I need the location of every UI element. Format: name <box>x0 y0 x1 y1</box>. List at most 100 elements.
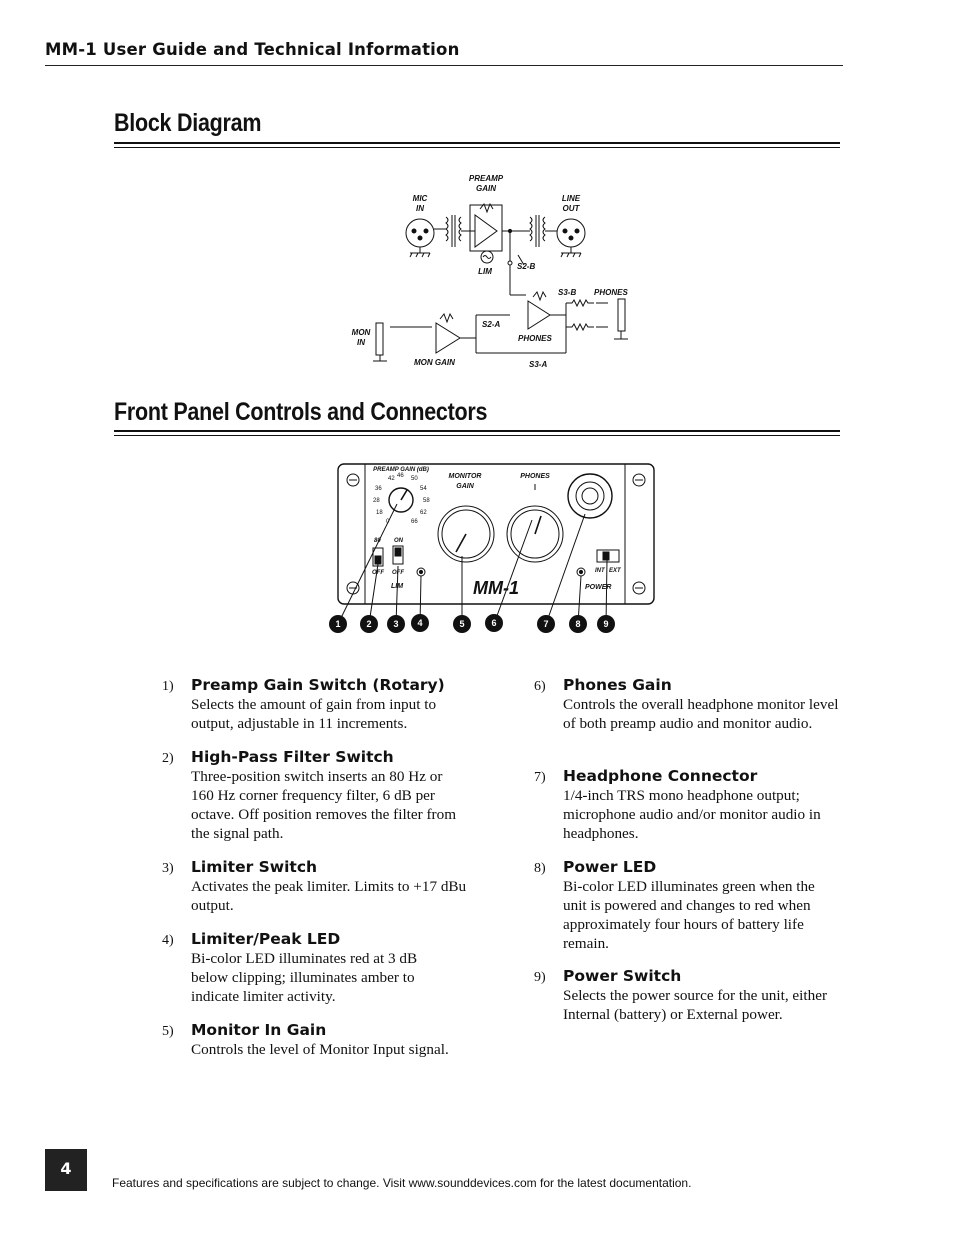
phones-amp-label: PHONES <box>518 334 552 343</box>
page-number: 4 <box>45 1149 87 1191</box>
callout-5: 5 <box>459 619 464 629</box>
gain-scale-label: 62 <box>420 510 427 516</box>
preamp-label: PREAMP <box>469 174 504 183</box>
item-description: Bi-color LED illuminates red at 3 dB bel… <box>191 950 418 1005</box>
section-divider <box>114 142 840 144</box>
mon-gain-label: MON GAIN <box>414 358 455 367</box>
model-logo: MM-1 <box>473 578 519 598</box>
footer-note: Features and specifications are subject … <box>112 1176 692 1190</box>
callout-2: 2 <box>366 619 371 629</box>
s2a-label: S2-A <box>482 320 500 329</box>
item-description: 1/4-inch TRS mono headphone output; micr… <box>563 787 821 842</box>
item-number: 4) <box>162 933 174 948</box>
lim-label: LIM <box>478 267 492 276</box>
power-label: POWER <box>585 584 611 591</box>
preamp-gain-knob[interactable] <box>388 487 414 513</box>
item-title: Limiter/Peak LED <box>191 930 341 948</box>
s3b-label: S3-B <box>558 288 576 297</box>
screw-icon <box>346 473 360 487</box>
phones-gain-label: PHONES <box>520 473 550 480</box>
preamp-label: GAIN <box>476 184 496 193</box>
item-title: High-Pass Filter Switch <box>191 748 394 766</box>
hpf-80-label: 80 <box>374 538 381 544</box>
item-title: Power Switch <box>563 967 682 985</box>
callout-6: 6 <box>491 618 496 628</box>
line-out-connector <box>556 218 586 258</box>
callout-1: 1 <box>335 619 340 629</box>
lim-on-label: ON <box>394 538 404 544</box>
s3a-label: S3-A <box>529 360 547 369</box>
input-transformer <box>445 215 462 247</box>
gain-scale-label: 18 <box>376 510 383 516</box>
item-number: 7) <box>534 770 546 785</box>
monitor-gain-label: MONITOR <box>449 473 482 480</box>
item-title: Monitor In Gain <box>191 1021 327 1039</box>
s2b-label: S2-B <box>517 262 535 271</box>
block-diagram: MIC IN PREAMP GAIN LIM S2-B LINE OUT <box>352 174 629 369</box>
limiter-switch[interactable] <box>392 545 404 565</box>
callout-4: 4 <box>417 618 422 628</box>
mic-in-label: MIC <box>413 194 428 203</box>
gain-scale-label: 42 <box>388 476 395 482</box>
power-switch[interactable] <box>596 549 620 563</box>
item-title: Power LED <box>563 858 657 876</box>
mon-gain-amplifier <box>435 312 461 354</box>
item-title: Headphone Connector <box>563 767 758 785</box>
item-description: Controls the level of Monitor Input sign… <box>191 1041 449 1058</box>
item-number: 1) <box>162 679 174 694</box>
section-divider <box>114 435 840 436</box>
gain-scale-label: 36 <box>375 486 382 492</box>
gain-scale-label: 46 <box>397 473 404 479</box>
phones-gain-knob[interactable] <box>506 505 564 563</box>
item-description: Activates the peak limiter. Limits to +1… <box>191 878 467 914</box>
item-description: Selects the power source for the unit, e… <box>563 987 828 1023</box>
mon-in-jack <box>373 322 387 362</box>
section-divider <box>114 430 840 432</box>
screw-icon <box>632 581 646 595</box>
item-title: Phones Gain <box>563 676 672 694</box>
phones-label: PHONES <box>594 288 628 297</box>
callout-9: 9 <box>603 619 608 629</box>
item-number: 2) <box>162 751 174 766</box>
headphone-connector[interactable] <box>567 473 613 519</box>
line-out-label: OUT <box>563 204 581 213</box>
mic-in-label: IN <box>416 204 424 213</box>
phones-amplifier <box>527 290 551 330</box>
phones-jack <box>614 298 628 340</box>
monitor-gain-knob[interactable] <box>437 505 495 563</box>
hpf-off-label: OFF <box>372 570 384 576</box>
section-divider <box>114 147 840 148</box>
item-number: 6) <box>534 679 546 694</box>
block-diagram-heading: Block Diagram <box>114 109 262 137</box>
gain-scale-label: 50 <box>411 476 418 482</box>
gain-scale-label: 28 <box>373 498 380 504</box>
int-label: INT <box>595 568 606 574</box>
output-transformer <box>529 215 546 247</box>
item-description: Controls the overall headphone monitor l… <box>563 696 839 732</box>
gain-scale-label: 66 <box>411 519 418 525</box>
item-number: 9) <box>534 970 546 985</box>
front-panel-diagram: PREAMP GAIN (dB) 42 46 50 36 54 28 58 18… <box>329 463 655 633</box>
mon-in-label: IN <box>357 338 365 347</box>
callout-8: 8 <box>575 619 580 629</box>
panel-outline <box>337 463 655 605</box>
mon-in-label: MON <box>352 328 371 337</box>
item-title: Preamp Gain Switch (Rotary) <box>191 676 445 694</box>
preamp-amplifier <box>469 202 503 264</box>
monitor-gain-label: GAIN <box>456 483 474 490</box>
gain-scale-label: 54 <box>420 486 427 492</box>
item-description: Selects the amount of gain from input to… <box>191 696 437 732</box>
header-divider <box>45 65 843 66</box>
mic-in-connector <box>405 218 435 258</box>
item-number: 3) <box>162 861 174 876</box>
front-panel-heading: Front Panel Controls and Connectors <box>114 398 488 426</box>
screw-icon <box>632 473 646 487</box>
callout-7: 7 <box>543 619 548 629</box>
callout-3: 3 <box>393 619 398 629</box>
item-title: Limiter Switch <box>191 858 318 876</box>
item-number: 5) <box>162 1024 174 1039</box>
item-number: 8) <box>534 861 546 876</box>
item-description: Bi-color LED illuminates green when the … <box>563 878 815 952</box>
preamp-gain-label: PREAMP GAIN (dB) <box>373 467 429 473</box>
gain-scale-label: 58 <box>423 498 430 504</box>
